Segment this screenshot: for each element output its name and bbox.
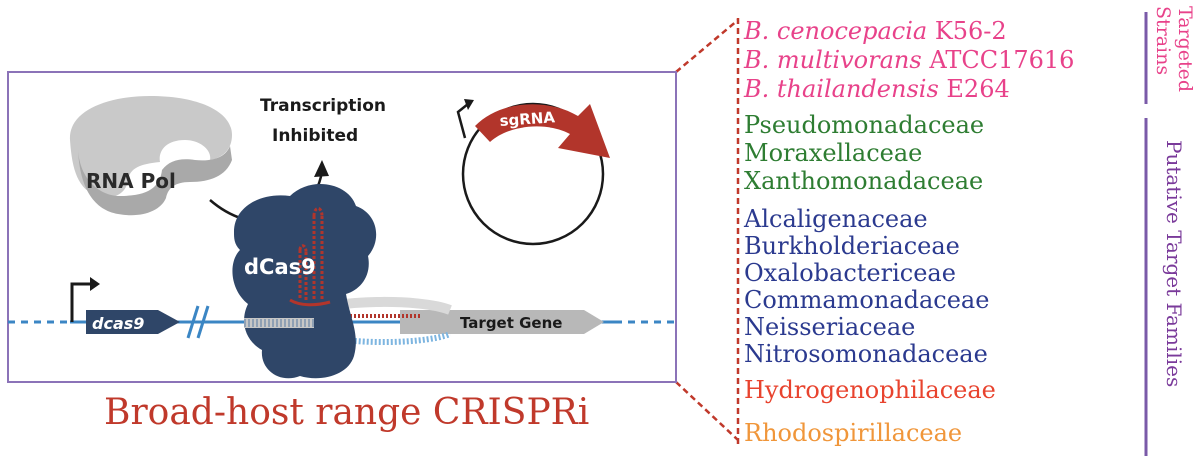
family-item: Hydrogenophilaceae: [744, 376, 996, 404]
strain-id: E264: [946, 75, 1010, 103]
sgrna-label: sgRNA: [499, 108, 556, 130]
strain-species: B. multivorans: [744, 46, 922, 74]
strain-id: K56-2: [934, 17, 1007, 45]
family-item: Rhodospirillaceae: [744, 419, 963, 447]
strain-species: B. thailandensis: [744, 75, 939, 103]
family-item: Commamonadaceae: [744, 286, 990, 314]
dcas9-gene-label: dcas9: [92, 314, 144, 333]
dcas9-gene-arrow: [86, 310, 180, 334]
dna-under-dcas9: [244, 318, 314, 328]
dcas9-protein: [232, 183, 377, 379]
target-gene-label: Target Gene: [460, 314, 562, 332]
strain-item: B. multivorans ATCC17616: [744, 47, 1074, 73]
putative-families-text: Putative Target Families: [1162, 140, 1186, 388]
dcas9-promoter-head: [90, 277, 100, 291]
sgrna-hairpin: [298, 207, 324, 300]
rna-pol-label: RNA Pol: [86, 169, 176, 193]
connector-top: [675, 19, 739, 73]
break-mark-2: [196, 305, 210, 339]
break-mark-1: [186, 305, 200, 339]
diagram-box: [7, 71, 677, 383]
family-item: Neisseriaceae: [744, 313, 916, 341]
strain-id: ATCC17616: [929, 46, 1075, 74]
family-item: Oxalobactericeae: [744, 259, 956, 287]
dcas9-protein-label: dCas9: [244, 255, 316, 279]
targeted-strains-label: Targeted Strains: [1152, 6, 1196, 116]
connector-bottom: [675, 381, 739, 441]
family-item: Moraxellaceae: [744, 139, 923, 167]
transcription-arrowhead: [314, 160, 329, 177]
transcription-label-line1: Transcription: [260, 96, 386, 116]
sgrna-tail: [289, 298, 331, 307]
strain-species: B. cenocepacia: [744, 17, 928, 45]
targeted-strains-text: Targeted Strains: [1152, 6, 1196, 93]
family-item: Pseudomonadaceae: [744, 111, 985, 139]
plasmid-circle: [461, 102, 605, 246]
diagram-caption: Broad-host range CRISPRi: [104, 392, 590, 433]
dcas9-promoter: [70, 282, 92, 322]
family-item: Alcaligenaceae: [744, 205, 928, 233]
sgrna-arrow: [475, 104, 610, 158]
transcription-label-line2: Inhibited: [272, 126, 358, 146]
plasmid-promoter-head: [464, 99, 474, 110]
putative-families-label: Putative Target Families: [1162, 140, 1186, 387]
target-gene-arrow: [400, 310, 604, 334]
rna-pol-shape: [69, 96, 232, 216]
family-item: Nitrosomonadaceae: [744, 340, 988, 368]
plasmid-promoter: [456, 103, 469, 139]
family-item: Burkholderiaceae: [744, 232, 960, 260]
strain-item: B. cenocepacia K56-2: [744, 18, 1007, 44]
strain-item: B. thailandensis E264: [744, 76, 1010, 102]
family-item: Xanthomonadaceae: [744, 167, 984, 195]
